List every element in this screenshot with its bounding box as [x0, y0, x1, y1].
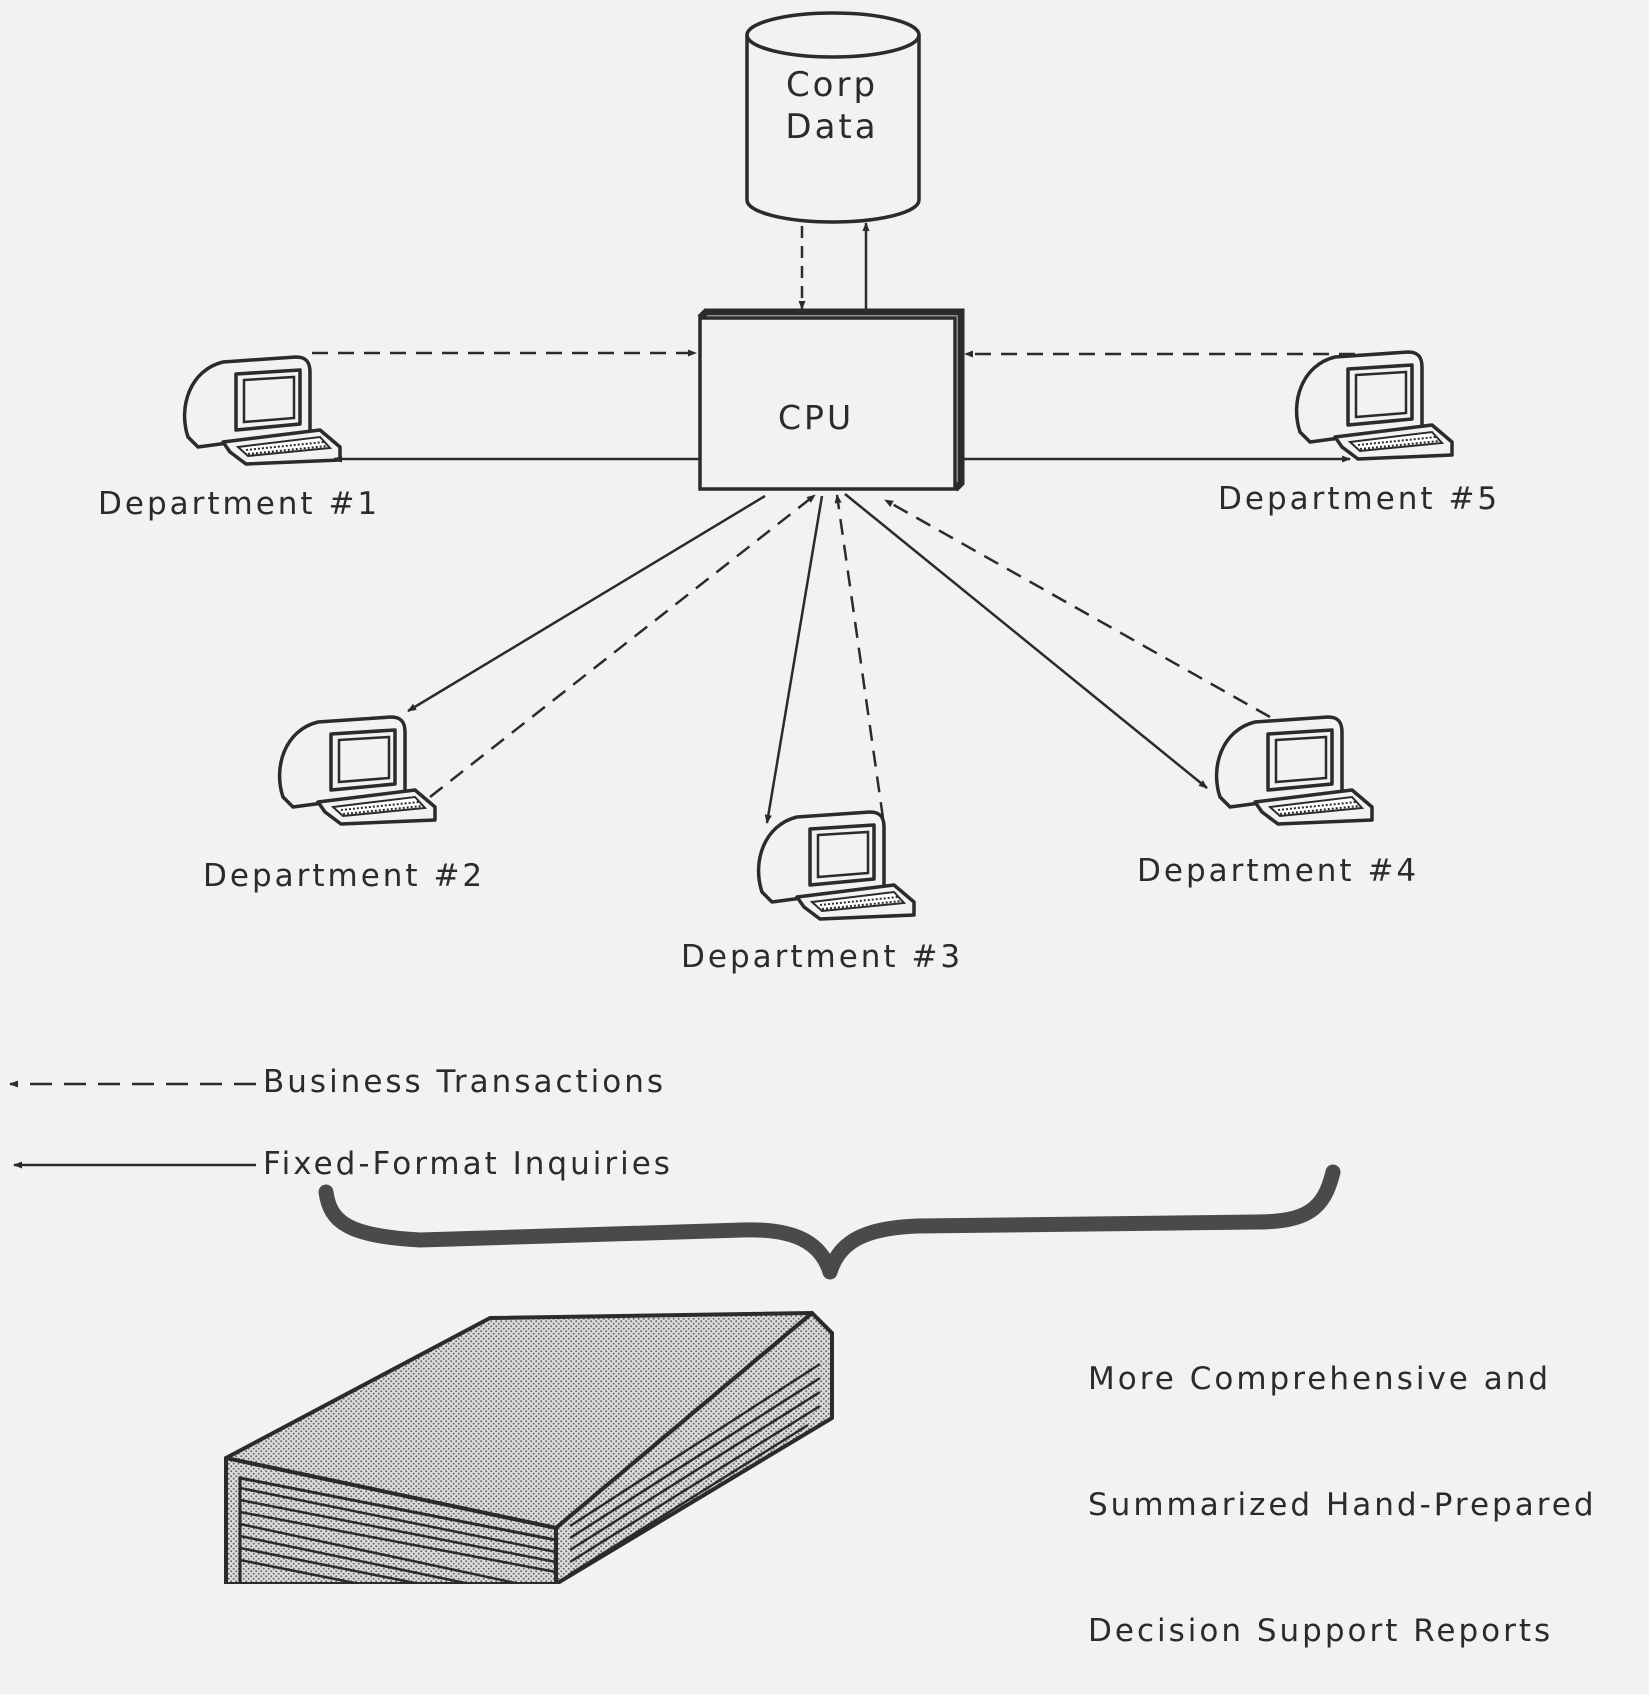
dept3-inquiry-arrow	[767, 496, 822, 823]
report-book-icon	[226, 1313, 832, 1584]
department-5-label: Department #5	[1218, 481, 1500, 517]
reports-caption-line1: More Comprehensive and	[1088, 1358, 1597, 1400]
database-label-line2: Data	[762, 106, 902, 148]
cpu-label: CPU	[778, 398, 854, 437]
reports-caption-line3: Decision Support Reports	[1088, 1610, 1597, 1652]
department-4-label: Department #4	[1137, 853, 1419, 889]
reports-caption: More Comprehensive and Summarized Hand-P…	[1088, 1274, 1597, 1694]
dept3-transaction-arrow	[837, 495, 883, 818]
reports-caption-line2: Summarized Hand-Prepared	[1088, 1484, 1597, 1526]
diagram-stage: Corp Data CPU Department #1 Department #…	[0, 0, 1649, 1584]
dept2-transaction-arrow	[430, 495, 815, 797]
legend-fixed-format-inquiries: Fixed-Format Inquiries	[263, 1146, 673, 1182]
department-4-terminal-icon	[1217, 717, 1372, 824]
department-1-label: Department #1	[98, 486, 380, 522]
dept4-inquiry-arrow	[845, 494, 1207, 788]
curly-brace	[326, 1172, 1333, 1272]
dept4-transaction-arrow	[885, 500, 1270, 717]
database-label: Corp Data	[762, 64, 902, 148]
department-3-terminal-icon	[759, 812, 914, 919]
database-label-line1: Corp	[762, 64, 902, 106]
department-2-terminal-icon	[280, 717, 435, 824]
department-5-terminal-icon	[1297, 352, 1452, 459]
dept2-inquiry-arrow	[408, 496, 765, 711]
department-1-terminal-icon	[185, 357, 340, 464]
legend-business-transactions: Business Transactions	[263, 1064, 666, 1100]
department-3-label: Department #3	[681, 939, 963, 975]
department-2-label: Department #2	[203, 858, 485, 894]
